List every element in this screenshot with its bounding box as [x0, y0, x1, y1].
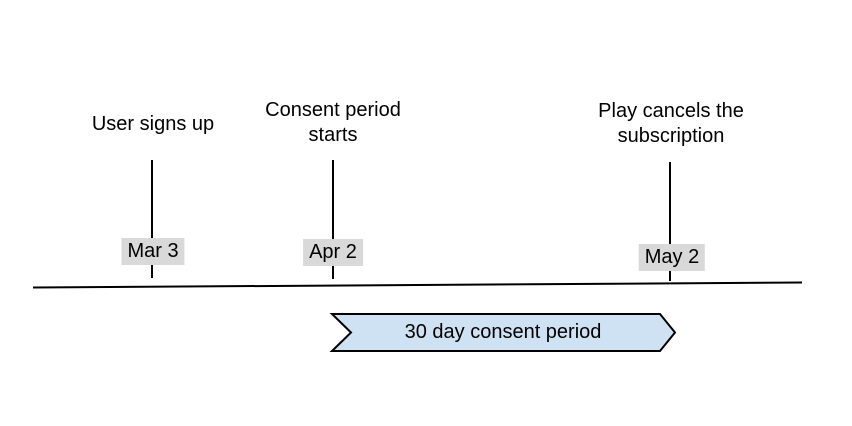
- event-label-line: User signs up: [91, 113, 215, 135]
- event-tick-apr-2: [332, 160, 334, 279]
- timeline-axis-line: [32, 281, 803, 289]
- event-label-line: Consent period: [265, 99, 401, 121]
- event-label-user-signs-up: User signs up: [92, 112, 214, 137]
- consent-period-banner-shape: [329, 313, 677, 352]
- event-tick-may-2: [669, 162, 671, 281]
- event-label-consent-period-starts: Consent period starts: [265, 98, 401, 148]
- event-label-line: subscription: [617, 125, 725, 147]
- date-label-may-2: May 2: [638, 244, 706, 271]
- date-label-apr-2: Apr 2: [303, 239, 363, 266]
- consent-period-banner-label: 30 day consent period: [404, 321, 602, 343]
- date-label-mar-3: Mar 3: [121, 238, 185, 265]
- event-label-line: Play cancels the: [598, 100, 744, 122]
- event-label-line: starts: [308, 124, 358, 146]
- event-label-play-cancels-subscription: Play cancels the subscription: [598, 99, 744, 149]
- event-tick-mar-3: [151, 160, 153, 278]
